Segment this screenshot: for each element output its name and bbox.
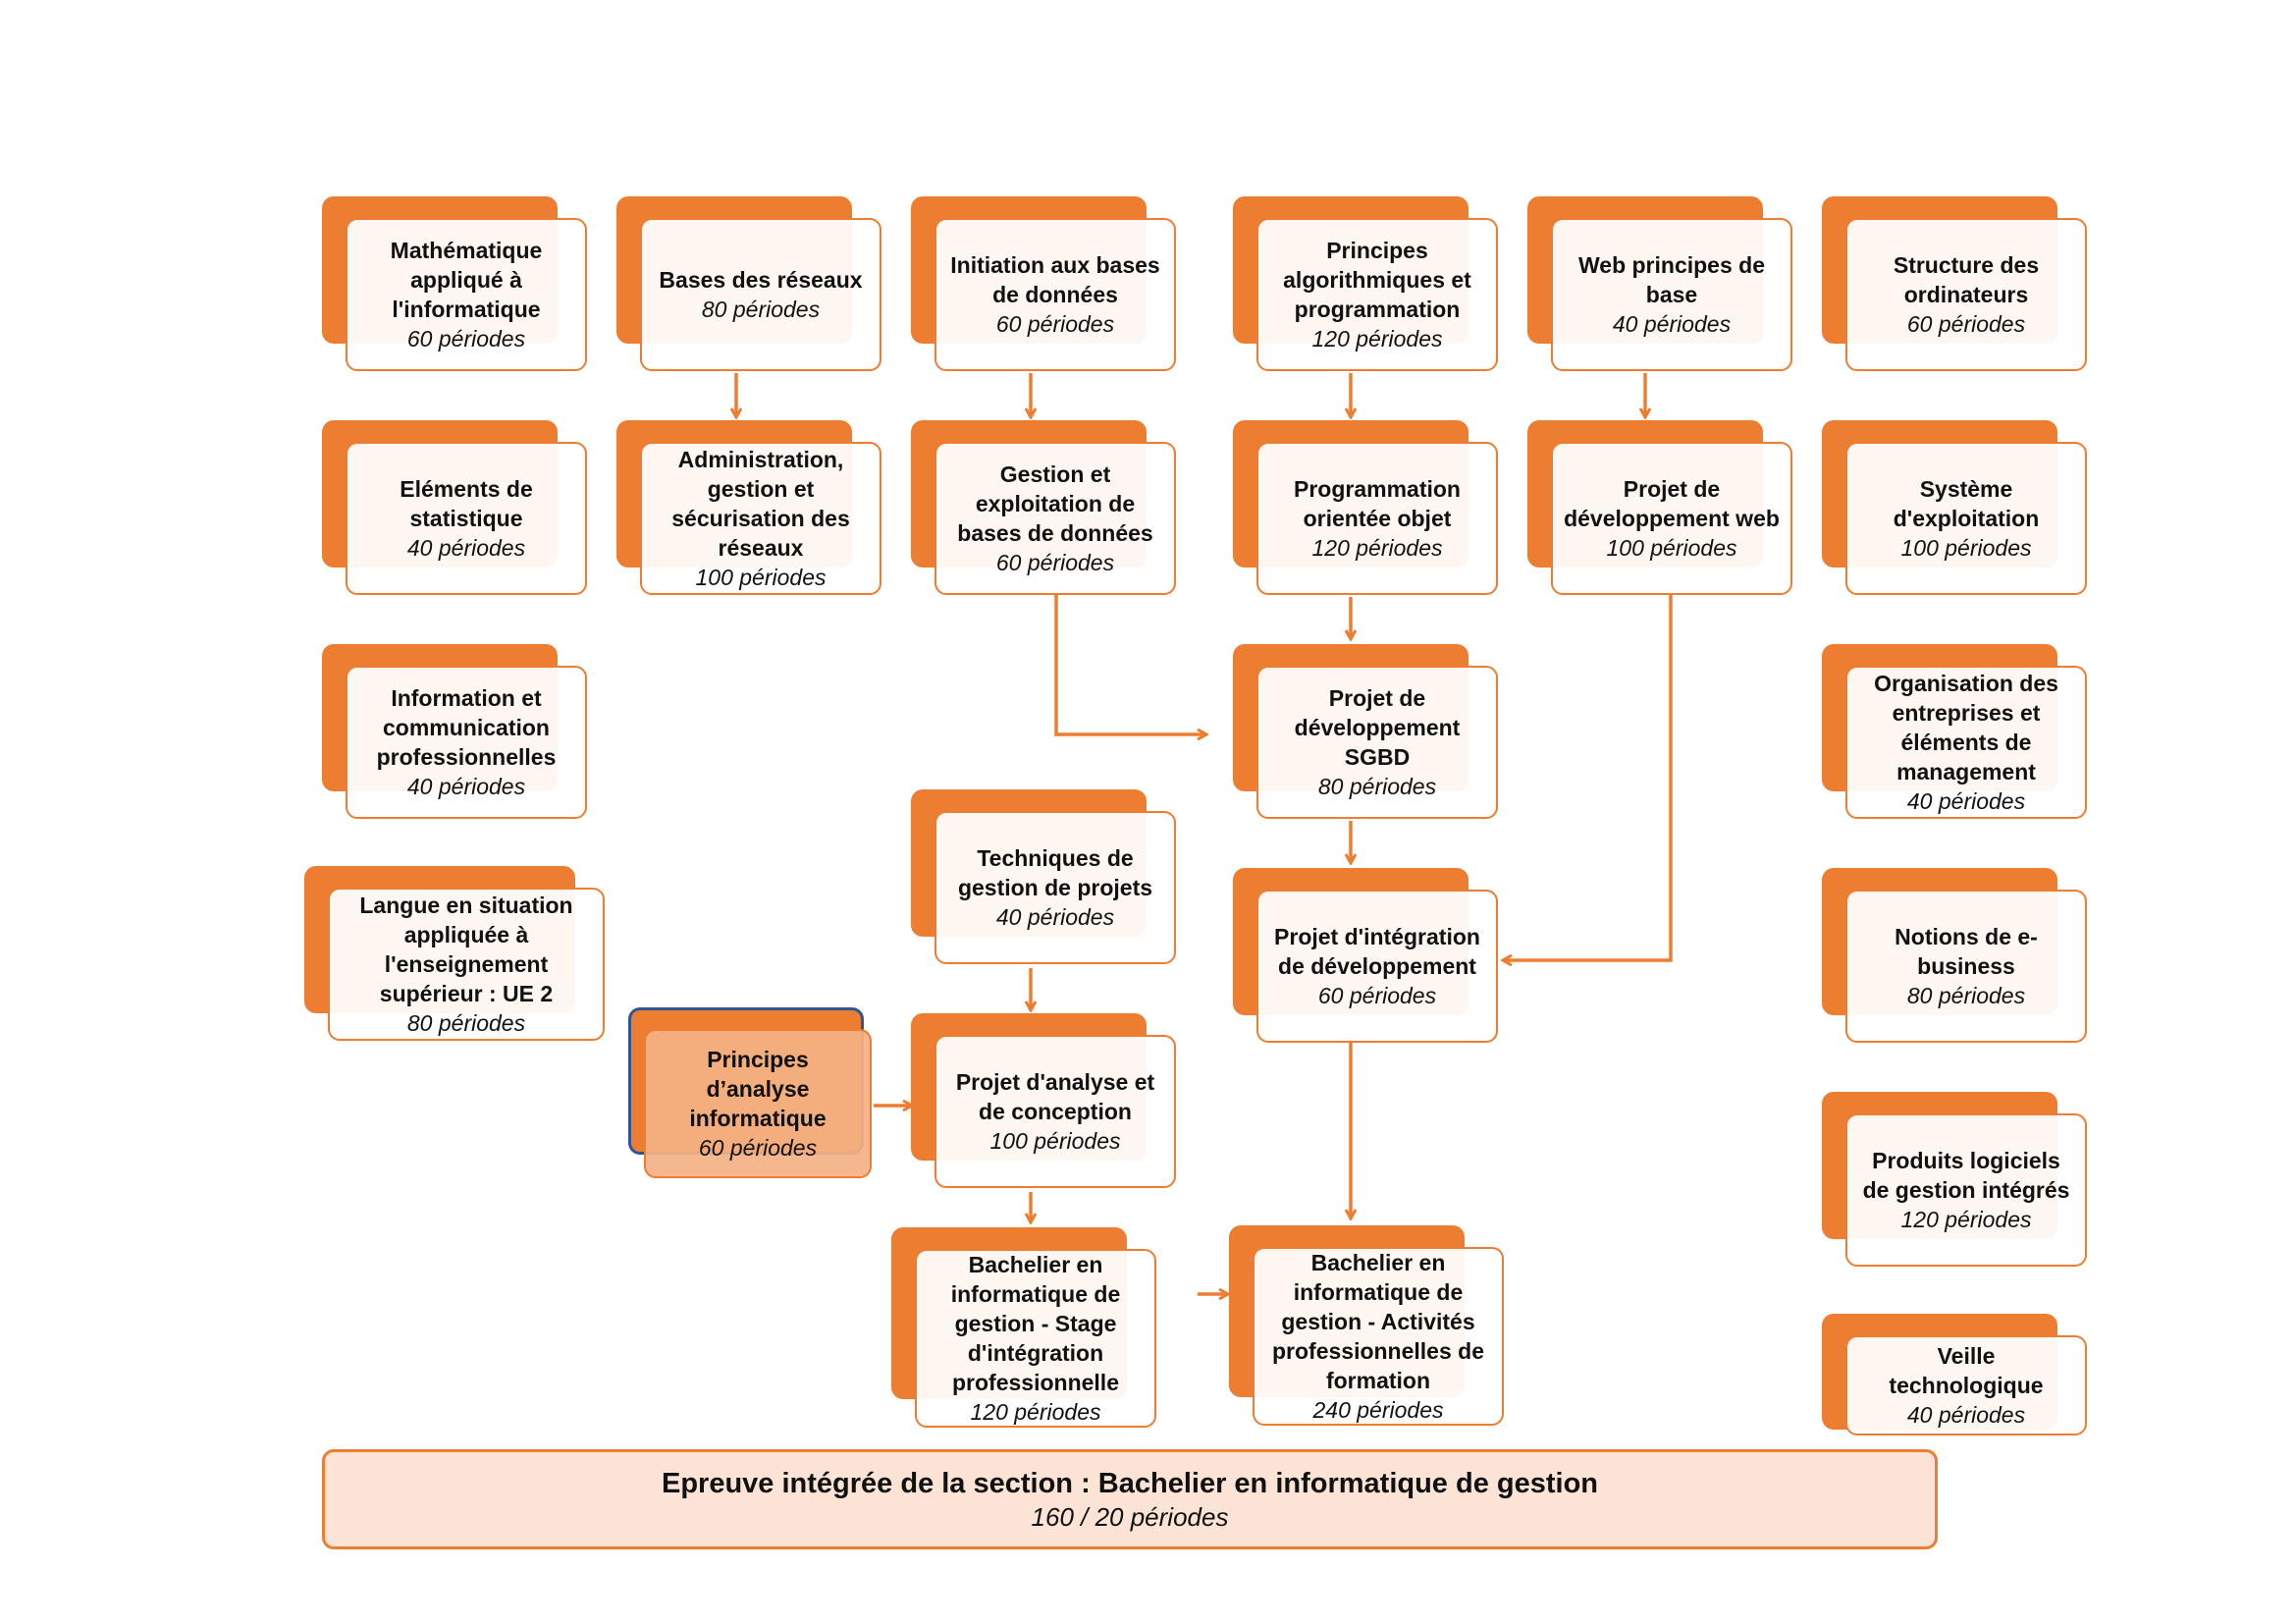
course-periods: 40 périodes (406, 774, 526, 799)
course-title: Programmation orientée objet (1294, 476, 1461, 531)
course-periods: 240 périodes (1312, 1397, 1444, 1423)
course-title: Projet de développement SGBD (1294, 685, 1461, 770)
course-periods: 80 périodes (1906, 983, 2026, 1008)
course-periods: 120 périodes (1900, 1207, 2032, 1232)
course-periods: 80 périodes (1317, 774, 1437, 799)
course-periods: 120 périodes (1311, 326, 1443, 352)
course-title: Principes d’analyse informatique (689, 1047, 827, 1131)
course-title: Veille technologique (1889, 1343, 2044, 1398)
course-periods: 80 périodes (406, 1010, 526, 1036)
course-periods: 40 périodes (1906, 788, 2026, 814)
course-title: Bachelier en informatique de gestion - S… (950, 1252, 1121, 1395)
course-periods: 40 périodes (1906, 1402, 2026, 1428)
course-periods: 100 périodes (1900, 535, 2032, 561)
epreuve-integree-box: Epreuve intégrée de la section : Bacheli… (322, 1449, 1938, 1549)
course-title: Projet d'intégration de développement (1274, 924, 1480, 979)
course-title: Système d'exploitation (1893, 476, 2040, 531)
course-periods: 60 périodes (1317, 983, 1437, 1008)
epreuve-title: Epreuve intégrée de la section : Bacheli… (661, 1468, 1599, 1499)
course-periods: 40 périodes (995, 904, 1115, 930)
course-title: Structure des ordinateurs (1893, 252, 2040, 307)
course-title: Projet d'analyse et de conception (955, 1069, 1155, 1124)
course-periods: 60 périodes (995, 311, 1115, 337)
course-title: Techniques de gestion de projets (957, 845, 1153, 900)
course-periods: 60 périodes (698, 1135, 818, 1161)
arrow-projetweb-to-integration (1504, 595, 1673, 960)
course-title: Mathématique appliqué à l'informatique (390, 238, 543, 322)
course-periods: 100 périodes (989, 1128, 1121, 1154)
course-title: Initiation aux bases de données (950, 252, 1160, 307)
course-title: Eléments de statistique (400, 476, 533, 531)
course-title: Bachelier en informatique de gestion - A… (1271, 1250, 1484, 1393)
course-periods: 120 périodes (970, 1399, 1101, 1425)
course-periods: 60 périodes (995, 550, 1115, 575)
course-title: Notions de e-business (1895, 924, 2038, 979)
course-title: Produits logiciels de gestion intégrés (1862, 1148, 2070, 1203)
course-title: Projet de développement web (1564, 476, 1780, 531)
course-title: Organisation des entreprises et éléments… (1874, 671, 2058, 785)
course-title: Web principes de base (1577, 252, 1765, 307)
course-title: Gestion et exploitation de bases de donn… (957, 461, 1153, 546)
arrow-gestionbd-to-sgbd (1054, 595, 1205, 734)
course-periods: 100 périodes (695, 565, 827, 590)
course-periods: 120 périodes (1311, 535, 1443, 561)
course-periods: 80 périodes (701, 297, 821, 322)
course-periods: 60 périodes (406, 326, 526, 352)
course-title: Langue en situation appliquée à l'enseig… (359, 893, 573, 1006)
course-periods: 100 périodes (1606, 535, 1737, 561)
course-periods: 40 périodes (406, 535, 526, 561)
epreuve-periods: 160 / 20 périodes (1031, 1502, 1229, 1532)
course-title: Administration, gestion et sécurisation … (671, 447, 850, 561)
course-periods: 60 périodes (1906, 311, 2026, 337)
course-periods: 40 périodes (1612, 311, 1732, 337)
course-title: Information et communication professionn… (376, 685, 557, 770)
course-title: Bases des réseaux (659, 267, 863, 293)
course-title: Principes algorithmiques et programmatio… (1283, 238, 1471, 322)
